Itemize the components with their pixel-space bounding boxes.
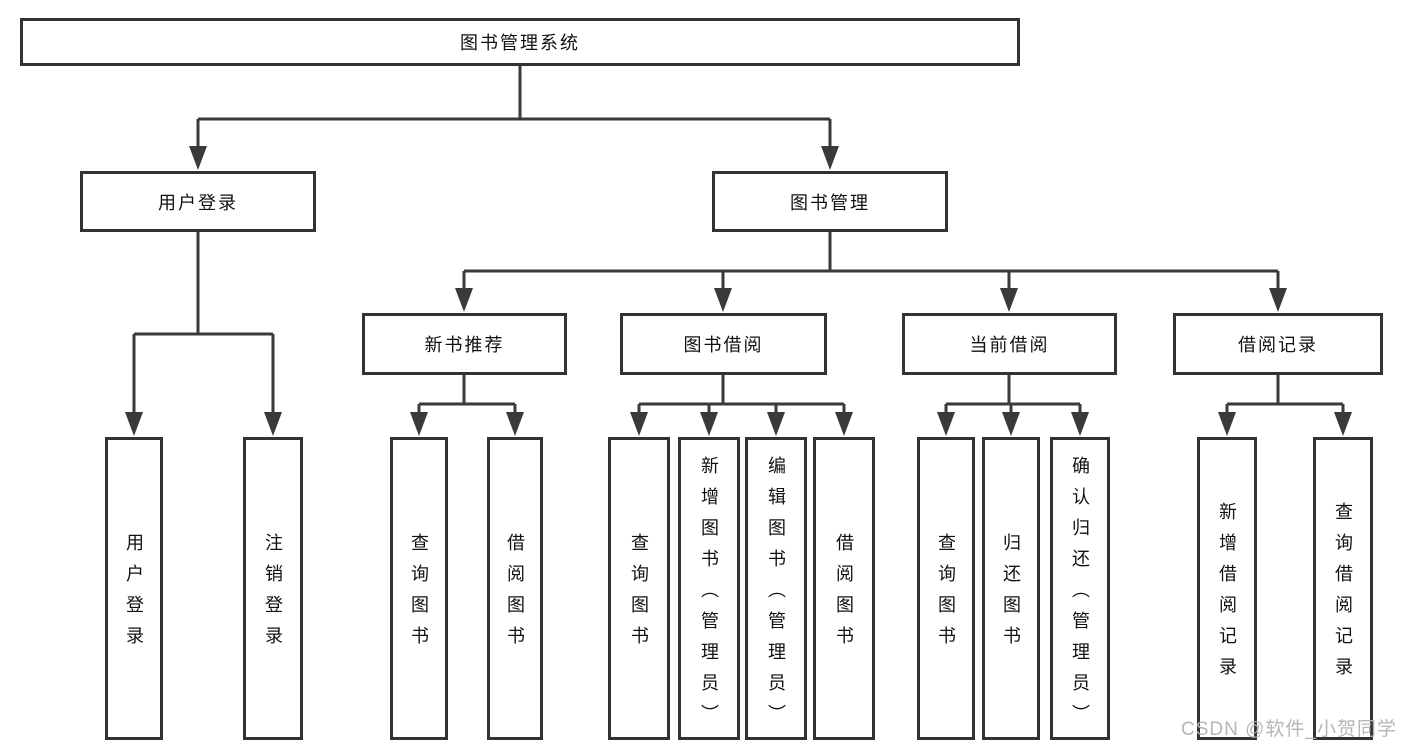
node-label: 图书借阅 bbox=[683, 335, 764, 355]
leaf-logout: 注销登录 bbox=[243, 437, 303, 740]
node-borrowing-records: 借阅记录 bbox=[1173, 313, 1383, 375]
leaf-edit-book-admin: 编辑图书（管理员） bbox=[745, 437, 807, 740]
node-label: 确认归还（管理员） bbox=[1070, 455, 1090, 735]
leaf-confirm-return-admin: 确认归还（管理员） bbox=[1050, 437, 1110, 740]
node-current-borrowing: 当前借阅 bbox=[902, 313, 1117, 375]
node-label: 用户登录 bbox=[158, 192, 238, 213]
node-library-system: 图书管理系统 bbox=[20, 18, 1020, 66]
node-label: 新增借阅记录 bbox=[1217, 502, 1237, 688]
node-new-book-recommend: 新书推荐 bbox=[362, 313, 567, 375]
leaf-add-borrow-record: 新增借阅记录 bbox=[1197, 437, 1257, 740]
leaf-query-books-current: 查询图书 bbox=[917, 437, 975, 740]
leaf-return-books: 归还图书 bbox=[982, 437, 1040, 740]
node-label: 查询借阅记录 bbox=[1333, 502, 1353, 688]
node-label: 当前借阅 bbox=[969, 335, 1050, 355]
node-user-login: 用户登录 bbox=[80, 171, 316, 232]
node-label: 借阅图书 bbox=[834, 533, 854, 657]
connector-paths bbox=[132, 65, 1345, 414]
node-label: 用户登录 bbox=[124, 533, 144, 657]
csdn-watermark: CSDN @软件_小贺同学 bbox=[1181, 719, 1397, 740]
node-label: 图书管理系统 bbox=[460, 33, 580, 53]
leaf-query-books-borrowing: 查询图书 bbox=[608, 437, 670, 740]
leaf-borrow-books-borrowing: 借阅图书 bbox=[813, 437, 875, 740]
node-label: 编辑图书（管理员） bbox=[766, 455, 786, 735]
node-label: 查询图书 bbox=[936, 533, 956, 657]
leaf-borrow-books-recommend: 借阅图书 bbox=[487, 437, 543, 740]
node-label: 查询图书 bbox=[409, 533, 429, 657]
leaf-query-books-recommend: 查询图书 bbox=[390, 437, 448, 740]
leaf-user-login: 用户登录 bbox=[105, 437, 163, 740]
node-label: 借阅记录 bbox=[1238, 335, 1318, 355]
leaf-add-book-admin: 新增图书（管理员） bbox=[678, 437, 740, 740]
node-label: 图书管理 bbox=[790, 192, 870, 213]
node-book-management: 图书管理 bbox=[712, 171, 948, 232]
node-label: 查询图书 bbox=[629, 533, 649, 657]
node-label: 新增图书（管理员） bbox=[699, 455, 719, 735]
leaf-query-borrow-record: 查询借阅记录 bbox=[1313, 437, 1373, 740]
node-label: 借阅图书 bbox=[505, 533, 525, 657]
node-label: 注销登录 bbox=[263, 533, 283, 657]
arrowhead-icons bbox=[125, 146, 1352, 436]
node-label: 归还图书 bbox=[1001, 533, 1021, 657]
node-label: 新书推荐 bbox=[424, 335, 505, 355]
node-book-borrowing: 图书借阅 bbox=[620, 313, 827, 375]
